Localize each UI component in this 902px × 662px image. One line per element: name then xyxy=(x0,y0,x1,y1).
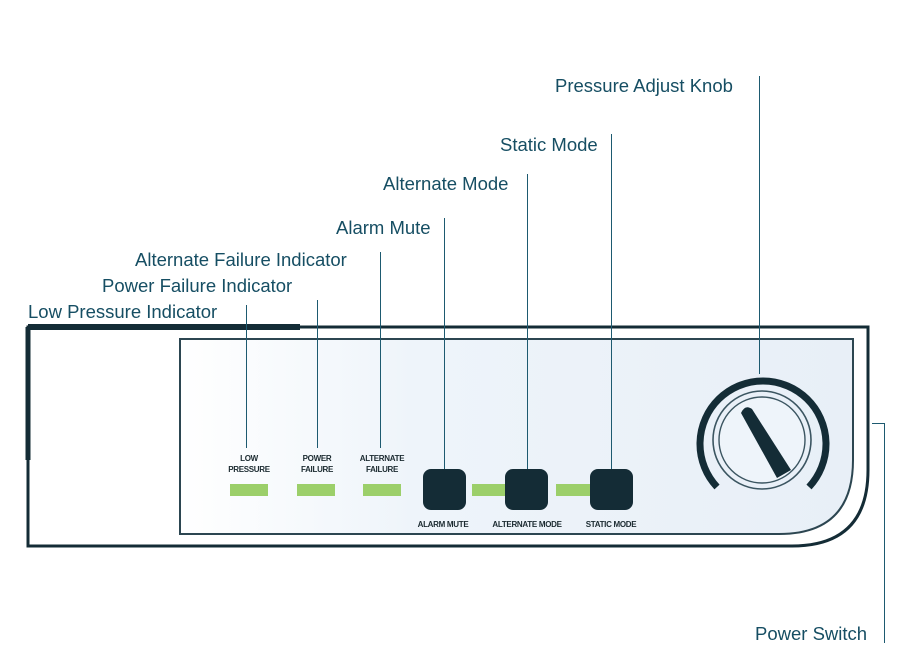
low-pressure-label-line2: PRESSURE xyxy=(228,465,271,474)
power-failure-indicator-light xyxy=(297,484,335,496)
pressure-adjust-knob[interactable] xyxy=(696,377,830,490)
pressure-adjust-knob-leader xyxy=(759,76,761,374)
low-pressure-indicator-light xyxy=(230,484,268,496)
alarm-mute-callout: Alarm Mute xyxy=(336,217,431,238)
power-failure-label-line1: POWER xyxy=(303,454,332,463)
static-mode-leader xyxy=(611,134,613,469)
power-failure-indicator-leader xyxy=(317,300,319,448)
knob-scale-arc xyxy=(696,377,830,490)
alternate-failure-indicator-light xyxy=(363,484,401,496)
pressure-adjust-knob-callout: Pressure Adjust Knob xyxy=(555,75,733,96)
alternate-failure-indicator-leader xyxy=(380,252,382,448)
alternate-failure-label-line2: FAILURE xyxy=(366,465,399,474)
low-pressure-label-line1: LOW xyxy=(240,454,259,463)
alternate-mode-button-label: ALTERNATE MODE xyxy=(492,520,562,529)
knob-pointer xyxy=(741,407,791,478)
front-panel xyxy=(179,338,854,535)
alternate-failure-label-line1: ALTERNATE xyxy=(360,454,406,463)
alternate-mode-callout: Alternate Mode xyxy=(383,173,509,194)
alarm-mute-button-label: ALARM MUTE xyxy=(418,520,470,529)
low-pressure-indicator-leader xyxy=(246,305,248,448)
static-mode-button[interactable] xyxy=(590,469,633,510)
power-failure-indicator-callout: Power Failure Indicator xyxy=(102,275,293,296)
alternate-mode-leader xyxy=(527,174,529,469)
static-mode-callout: Static Mode xyxy=(500,134,598,155)
static-mode-light xyxy=(556,484,592,496)
alternate-mode-button[interactable] xyxy=(505,469,548,510)
alternate-mode-light xyxy=(472,484,508,496)
power-failure-label-line2: FAILURE xyxy=(301,465,334,474)
alarm-mute-button[interactable] xyxy=(423,469,466,510)
power-switch-leader-horizontal xyxy=(872,423,885,425)
power-switch-leader xyxy=(884,423,886,643)
alarm-mute-leader xyxy=(444,218,446,469)
static-mode-button-label: STATIC MODE xyxy=(586,520,638,529)
low-pressure-indicator-callout: Low Pressure Indicator xyxy=(28,301,218,322)
power-switch-callout: Power Switch xyxy=(755,623,868,644)
alternate-failure-indicator-callout: Alternate Failure Indicator xyxy=(135,249,347,270)
